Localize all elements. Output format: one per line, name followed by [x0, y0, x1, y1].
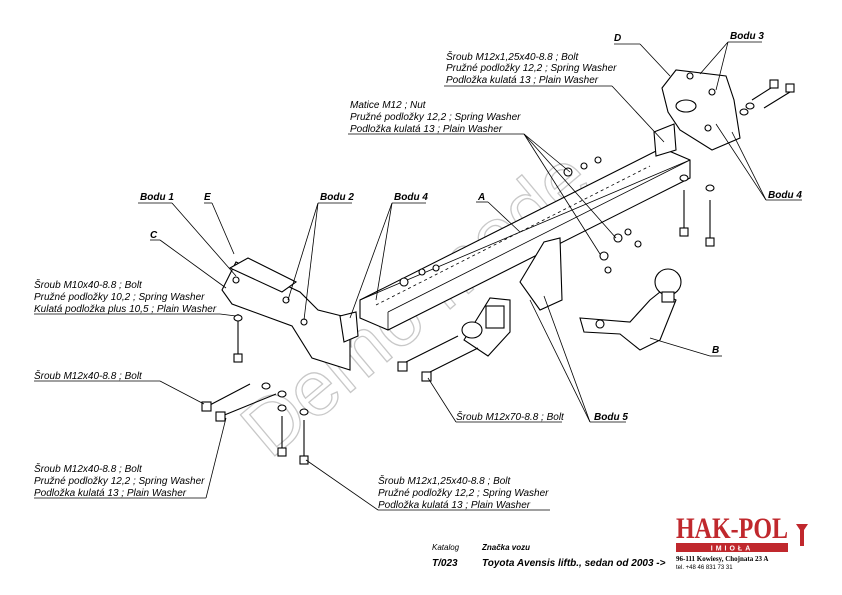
svg-text:Podložka kulatá 13 ; Plain Was: Podložka kulatá 13 ; Plain Washer — [34, 488, 187, 499]
tow-ball — [579, 268, 682, 351]
svg-text:Šroub M10x40-8.8 ; Bolt: Šroub M10x40-8.8 ; Bolt — [34, 278, 143, 291]
brand-name: HAK-POL — [676, 512, 788, 545]
note-left-m12: Šroub M12x40-8.8 ; Bolt — [34, 369, 143, 382]
label-bodu-2: Bodu 2 — [320, 192, 354, 203]
label-a: A — [477, 192, 485, 203]
brand-address: 96-111 Kowiesy, Chojnata 23 A — [676, 555, 768, 563]
fasteners — [201, 79, 795, 465]
katalog-value: T/023 — [432, 558, 458, 569]
svg-text:Pružné podložky 10,2 ; Spring: Pružné podložky 10,2 ; Spring Washer — [34, 292, 205, 303]
svg-text:Šroub M12x40-8.8 ; Bolt: Šroub M12x40-8.8 ; Bolt — [34, 462, 143, 475]
svg-text:Pružné podložky 12,2 ; Spring: Pružné podložky 12,2 ; Spring Washer — [34, 476, 205, 487]
label-c: C — [150, 230, 158, 241]
note-nut: Matice M12 ; Nut Pružné podložky 12,2 ; … — [350, 100, 521, 135]
note-bottom-mid: Šroub M12x1,25x40-8.8 ; Bolt Pružné podl… — [378, 474, 549, 511]
label-bodu-4-right: Bodu 4 — [768, 190, 802, 201]
svg-text:Podložka kulatá 13 ; Plain Was: Podložka kulatá 13 ; Plain Washer — [378, 500, 531, 511]
label-bodu-5: Bodu 5 — [594, 412, 628, 423]
label-e: E — [204, 192, 211, 203]
left-bracket — [221, 257, 359, 371]
center-mount — [461, 237, 563, 357]
hak-pol-logo: HAK-POL IMIOŁA 96-111 Kowiesy, Chojnata … — [676, 512, 808, 571]
svg-text:Matice M12 ; Nut: Matice M12 ; Nut — [350, 100, 427, 111]
svg-text:Kulatá podložka plus 10,5 ; Pl: Kulatá podložka plus 10,5 ; Plain Washer — [34, 304, 217, 315]
label-bodu-4-left: Bodu 4 — [394, 192, 428, 203]
right-bracket — [653, 69, 741, 157]
znacka-value: Toyota Avensis liftb., sedan od 2003 -> — [482, 558, 666, 569]
note-m12x70: Šroub M12x70-8.8 ; Bolt — [456, 410, 565, 423]
label-d: D — [614, 33, 621, 44]
note-left-m10: Šroub M10x40-8.8 ; Bolt Pružné podložky … — [34, 278, 217, 315]
svg-text:Pružné podložky 12,2 ; Spring: Pružné podložky 12,2 ; Spring Washer — [446, 63, 617, 74]
svg-text:Pružné podložky 12,2 ; Spring: Pružné podložky 12,2 ; Spring Washer — [378, 488, 549, 499]
leader-lines — [34, 41, 802, 511]
footer: Katalog T/023 Značka vozu Toyota Avensis… — [432, 543, 666, 569]
label-bodu-3: Bodu 3 — [730, 31, 764, 42]
znacka-label: Značka vozu — [481, 543, 530, 552]
label-bodu-1: Bodu 1 — [140, 192, 174, 203]
katalog-label: Katalog — [432, 543, 460, 552]
label-b: B — [712, 345, 719, 356]
svg-text:Šroub M12x40-8.8 ; Bolt: Šroub M12x40-8.8 ; Bolt — [34, 369, 143, 382]
svg-text:Pružné podložky 12,2 ; Spring: Pružné podložky 12,2 ; Spring Washer — [350, 112, 521, 123]
svg-text:Podložka kulatá 13 ; Plain Was: Podložka kulatá 13 ; Plain Washer — [446, 75, 599, 86]
brand-sub: IMIOŁA — [711, 546, 754, 553]
note-top-right: Šroub M12x1,25x40-8.8 ; Bolt Pružné podl… — [446, 50, 617, 86]
svg-text:Podložka kulatá 13 ; Plain Was: Podložka kulatá 13 ; Plain Washer — [350, 124, 503, 135]
note-bottom-left: Šroub M12x40-8.8 ; Bolt Pružné podložky … — [34, 462, 205, 499]
brand-phone: tel. +48 46 831 73 31 — [676, 565, 733, 571]
svg-text:Šroub M12x1,25x40-8.8 ; Bolt: Šroub M12x1,25x40-8.8 ; Bolt — [446, 50, 580, 63]
svg-text:Šroub M12x70-8.8 ; Bolt: Šroub M12x70-8.8 ; Bolt — [456, 410, 565, 423]
svg-text:Šroub M12x1,25x40-8.8 ; Bolt: Šroub M12x1,25x40-8.8 ; Bolt — [378, 474, 512, 487]
